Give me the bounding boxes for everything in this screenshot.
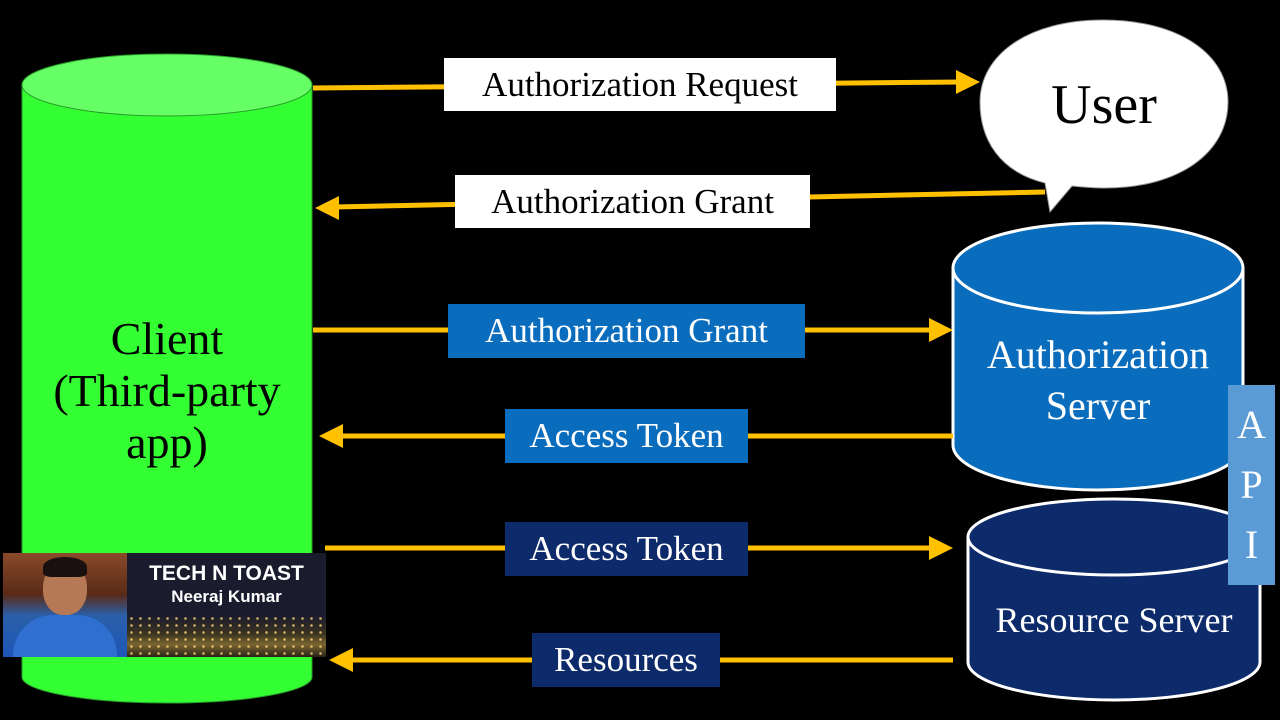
user-speech-bubble — [979, 19, 1229, 214]
client-cylinder — [21, 53, 313, 704]
label-resources: Resources — [532, 633, 720, 687]
arrowhead-authorization-grant-from-user — [315, 196, 339, 220]
resource-server-cylinder — [966, 497, 1262, 702]
authorization-server-label: Authorization Server — [953, 329, 1243, 431]
arrowhead-resources — [329, 648, 353, 672]
presenter-photo — [3, 553, 127, 657]
authorization-server-cylinder — [951, 221, 1245, 492]
channel-badge: TECH N TOAST Neeraj Kumar — [3, 553, 326, 657]
client-label-line2: (Third-party — [53, 365, 281, 416]
label-authorization-grant-to-server: Authorization Grant — [448, 304, 805, 358]
authorization-server-label-line1: Authorization — [986, 332, 1210, 377]
client-label: Client (Third-party app) — [22, 313, 312, 469]
api-letter-i: I — [1244, 522, 1259, 567]
resource-server-label: Resource Server — [995, 600, 1233, 640]
arrowhead-access-token-to-resource — [929, 536, 953, 560]
arrowhead-access-token-from-server — [319, 424, 343, 448]
label-authorization-request: Authorization Request — [444, 58, 836, 111]
label-access-token-to-resource: Access Token — [505, 522, 748, 576]
label-access-token-from-server: Access Token — [505, 409, 748, 463]
api-label-box: A P I — [1228, 385, 1275, 585]
client-label-line1: Client — [110, 313, 224, 364]
api-letter-a: A — [1237, 402, 1266, 447]
authorization-server-label-line2: Server — [1045, 383, 1151, 428]
arrowhead-authorization-grant-to-server — [929, 318, 953, 342]
arrowhead-authorization-request — [956, 70, 980, 94]
user-label: User — [1051, 74, 1157, 136]
badge-title: TECH N TOAST — [149, 562, 304, 585]
badge-subtitle: Neeraj Kumar — [171, 587, 282, 606]
api-letter-p: P — [1240, 462, 1263, 507]
label-authorization-grant-from-user: Authorization Grant — [455, 175, 810, 228]
client-label-line3: app) — [126, 417, 208, 468]
